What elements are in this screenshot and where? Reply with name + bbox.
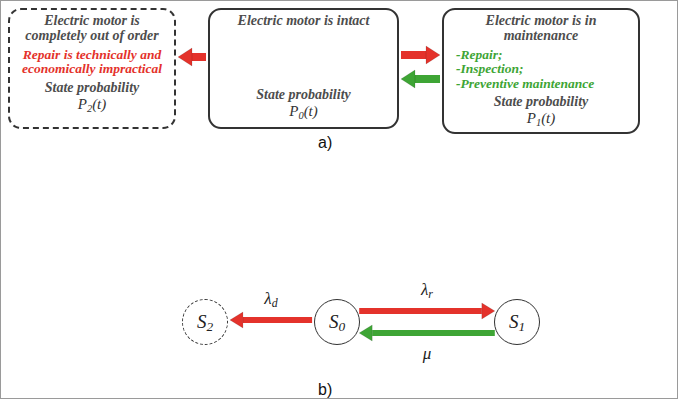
state-text: Electric motor is completely out of orde… [16,14,168,44]
arrow-shaft [401,51,426,59]
state-circle: S2 [182,299,228,345]
state-text: P2(t) [78,96,107,112]
arrow-head [482,303,495,319]
transition-arrow [401,46,440,64]
rate-label: μ [423,344,432,364]
panel-label: a) [318,134,332,152]
state-text: State probability [45,81,140,96]
arrow-head [178,48,192,66]
rate-label: λr [421,280,433,300]
subscript: 1 [536,117,541,128]
arrow-shaft [243,317,312,323]
state-text: P0(t) [289,103,318,119]
transition-arrow [178,48,206,66]
state-text: -Repair; [450,48,503,62]
state-box: Electric motor is completely out of orde… [8,8,176,129]
motor-slot [258,32,350,84]
arrow-head [426,46,440,64]
subscript: 0 [298,110,303,121]
state-circle: S1 [494,299,540,345]
state-circle: S0 [314,299,360,345]
transition-arrow [359,303,495,319]
state-box: Electric motor is in maintenance -Repair;… [442,8,640,134]
arrow-shaft [192,53,206,61]
subscript: 1 [518,319,525,334]
subscript: 2 [206,319,213,334]
arrow-shaft [359,308,482,314]
subscript: d [272,296,278,310]
rate-label: λd [264,289,277,309]
arrow-shaft [372,330,495,336]
state-text: Electric motor is in maintenance [450,14,632,44]
transition-arrow [230,312,312,328]
arrow-head [230,312,243,328]
arrow-head [359,325,372,341]
subscript: 0 [338,319,345,334]
subscript: r [428,287,433,301]
arrow-shaft [415,75,440,83]
state-symbol: S1 [509,312,525,332]
state-symbol: S0 [329,312,345,332]
state-text: -Preventive maintenance [450,77,594,91]
state-box: Electric motor is intactState probabilit… [208,8,399,129]
state-text: P1(t) [527,110,556,126]
state-text: State probability [256,88,351,103]
state-text: -Inspection; [450,62,524,76]
transition-arrow [359,325,495,341]
state-symbol: S2 [197,312,213,332]
arrow-head [401,70,415,88]
subscript: 2 [87,102,92,113]
panel-label: b) [318,381,332,399]
state-text: State probability [494,95,589,110]
state-text: Repair is technically and economically i… [16,48,168,77]
state-text: Electric motor is intact [238,14,370,29]
transition-arrow [401,70,440,88]
